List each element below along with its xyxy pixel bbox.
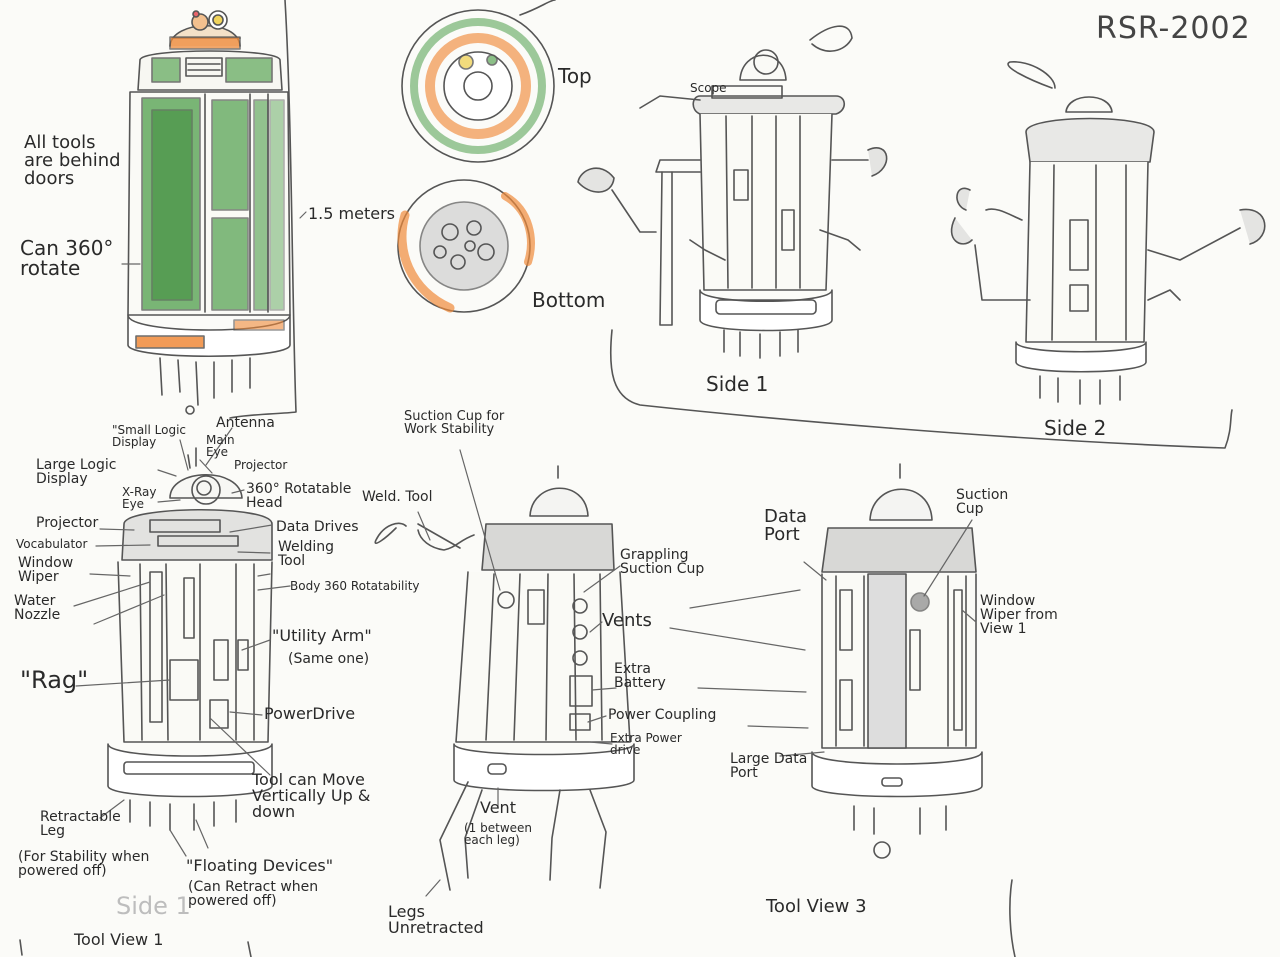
overview-border	[229, 0, 297, 419]
rotate-note: Can 360° rotate	[20, 236, 114, 280]
body-rotatability-label: Body 360 Rotatability	[290, 579, 420, 593]
small-logic-display-label: "Small Logic Display	[112, 423, 187, 449]
overview-robot	[127, 10, 291, 415]
projector-label: Projector	[36, 515, 99, 531]
side2-label: Side 2	[1044, 416, 1107, 440]
bottom-view-drawing	[397, 179, 535, 313]
side1-ghost-label: Side 1	[116, 892, 191, 920]
retractable-leg-label: Retractable Leg	[40, 809, 121, 839]
data-port-label: Data Port	[764, 506, 807, 545]
window-wiper-view1-label: Window Wiper from View 1	[980, 593, 1058, 637]
rag-label: "Rag"	[20, 666, 89, 694]
projector-top-label: Projector	[234, 458, 288, 472]
side1-stray-label: Scope	[690, 81, 727, 95]
signature: RSR-2002	[1096, 11, 1251, 46]
doors-note: All tools are behind doors	[24, 132, 121, 189]
tool-view3-title: Tool View 3	[766, 896, 867, 917]
side-views-bracket	[609, 329, 1233, 449]
power-coupling-label: Power Coupling	[608, 707, 717, 723]
top-view-drawing	[401, 0, 556, 163]
vent-label: Vent	[480, 798, 516, 817]
window-wiper-label: Window Wiper	[18, 555, 74, 585]
tool-view1-robot	[107, 447, 273, 831]
vent-note-label: (1 between each leg)	[464, 821, 533, 847]
grappling-cup-label: Grappling Suction Cup	[620, 547, 705, 577]
vocabulator-label: Vocabulator	[16, 537, 88, 551]
callout-lines	[73, 211, 977, 897]
height-note: 1.5 meters	[308, 204, 395, 223]
side2-robot	[950, 61, 1266, 405]
tool-view2-robot	[374, 465, 635, 891]
power-drive-label: PowerDrive	[264, 704, 356, 723]
can-retract-label: (Can Retract when powered off)	[188, 879, 319, 909]
weld-tool-label: Weld. Tool	[362, 489, 433, 505]
legs-label: Legs Unretracted	[388, 902, 484, 937]
xray-eye-label: X-Ray Eye	[122, 485, 157, 511]
antenna-label: Antenna	[216, 415, 275, 431]
water-nozzle-label: Water Nozzle	[14, 593, 61, 623]
suction-cup-stability-label: Suction Cup for Work Stability	[404, 409, 505, 437]
vents-label: Vents	[602, 610, 652, 631]
for-stability-label: (For Stability when powered off)	[18, 849, 150, 879]
utility-arm-label: "Utility Arm"	[272, 626, 372, 645]
tool-view1-title: Tool View 1	[74, 930, 164, 949]
extra-power-drive-label: Extra Power drive	[610, 731, 682, 757]
bottom-right-line	[1009, 879, 1016, 957]
rotatable-head-label: 360° Rotatable Head	[246, 481, 352, 511]
top-view-label: Top	[558, 64, 592, 88]
tool-view3-robot	[811, 463, 983, 859]
side1-robot	[577, 25, 888, 359]
extra-battery-label: Extra Battery	[614, 661, 666, 691]
main-eye-label: Main Eye	[206, 433, 235, 459]
large-logic-display-label: Large Logic Display	[36, 457, 117, 487]
welding-tool-label: Welding Tool	[278, 539, 335, 569]
side1-label: Side 1	[706, 372, 769, 396]
floating-devices-label: "Floating Devices"	[186, 856, 334, 875]
large-data-port-label: Large Data Port	[730, 751, 808, 781]
data-drives-label: Data Drives	[276, 519, 359, 535]
tool-move-label: Tool can Move Vertically Up & down	[252, 770, 371, 821]
bottom-view-label: Bottom	[532, 288, 606, 312]
suction-cup-label: Suction Cup	[956, 487, 1009, 517]
same-one-label: (Same one)	[288, 651, 370, 667]
